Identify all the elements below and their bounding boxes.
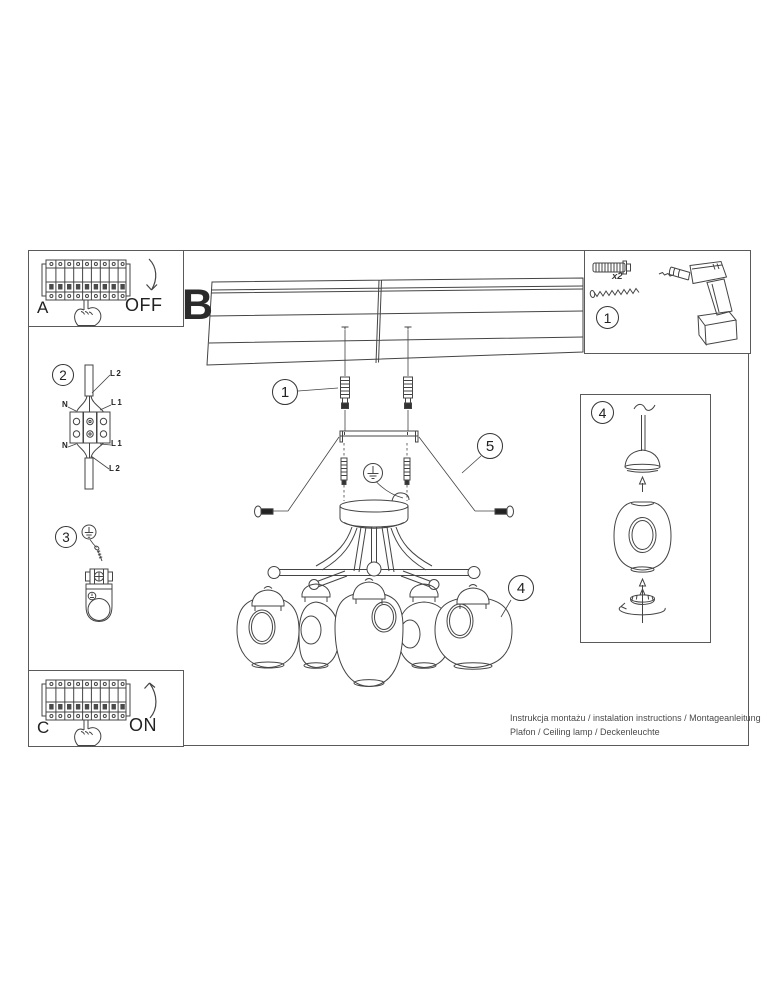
arrow-up-icon (144, 682, 157, 719)
glass-shade (434, 584, 513, 670)
ground-terminal-illustration (81, 524, 113, 623)
arrow-down-icon (146, 258, 158, 291)
arrow-up-icon (638, 577, 647, 594)
cable-squiggle (633, 403, 656, 411)
on-label: ON (129, 715, 157, 735)
wire-label-l2-bottom: L2 (109, 464, 122, 473)
terminal-blocks (69, 411, 111, 444)
cable-bottom (84, 457, 94, 490)
callout-3: 3 (55, 526, 77, 548)
drill-icon (658, 260, 738, 347)
wall-plug-icon (592, 260, 631, 275)
callout-4-box: 4 (591, 401, 614, 424)
main-assembly-illustration (206, 277, 584, 688)
kit-illustration (589, 260, 738, 347)
quantity-label: x2 (612, 271, 623, 282)
canopy (339, 492, 410, 529)
glass-shade (298, 583, 340, 669)
rod (641, 415, 646, 451)
step-a-box: A OFF (28, 250, 184, 327)
wire-label-l2-top: L2 (110, 369, 123, 378)
callout-4-leader (500, 599, 512, 618)
section-b-label: B (182, 281, 214, 329)
ceiling-planks (206, 277, 584, 366)
glass-shade (334, 578, 404, 688)
step-1-kit-box (584, 250, 751, 354)
breaker-on-illustration (41, 679, 157, 746)
leader-lines (67, 374, 112, 470)
side-screw-left (254, 505, 274, 518)
breaker-panel-icon (41, 679, 131, 721)
canopy-part (85, 583, 113, 623)
footer-line-1: Instrukcja montażu / instalation instruc… (510, 713, 761, 723)
breaker-off-illustration (41, 258, 158, 326)
cable-top (84, 364, 94, 397)
wall-plug-with-screw (403, 376, 413, 409)
earth-symbol-icon (81, 524, 97, 540)
hanging-screw (403, 443, 411, 501)
screw-icon (589, 287, 640, 298)
bracket-leader-lines (268, 436, 497, 512)
section-c-label: C (37, 718, 50, 737)
wire-label-l1-bottom: L1 (111, 439, 124, 448)
rotate-arrow-icon (618, 594, 666, 623)
callout-1-kit: 1 (596, 306, 619, 329)
callout-5: 5 (477, 433, 503, 459)
wire-label-l1-top: L1 (111, 398, 124, 407)
hanging-screw (340, 443, 348, 501)
callout-1-main: 1 (272, 379, 298, 405)
footer: Instrukcja montażu / instalation instruc… (510, 712, 761, 739)
pointing-hand-icon (74, 720, 102, 746)
glass-shade (613, 501, 672, 573)
socket-cover-dome (624, 449, 661, 473)
wall-plug-with-screw (340, 376, 350, 409)
glass-shade (236, 586, 300, 669)
wiring-illustration (67, 364, 112, 490)
terminal-block (85, 568, 113, 585)
mounting-bracket (339, 430, 419, 443)
callout-1-leader (297, 387, 339, 392)
callout-2: 2 (52, 364, 74, 386)
off-label: OFF (125, 295, 163, 315)
shade-assembly-illustration (613, 403, 672, 623)
wire-label-n-top: N (62, 400, 70, 409)
breaker-panel-icon (41, 259, 131, 301)
pointing-hand-icon (74, 300, 102, 326)
wire-label-n-bottom: N (62, 441, 70, 450)
arrow-up-icon (638, 475, 647, 492)
side-screw-right (494, 505, 514, 518)
callout-4-main: 4 (508, 575, 534, 601)
ground-screw-icon (94, 545, 103, 562)
sheet-border (28, 250, 749, 746)
step-4-shade-box (580, 394, 711, 643)
footer-line-2: Plafon / Ceiling lamp / Deckenleuchte (510, 726, 660, 737)
callout-5-leader (461, 455, 482, 474)
earth-symbol-icon (363, 463, 404, 499)
lamp-arms (267, 526, 481, 590)
section-a-label: A (37, 298, 49, 317)
step-c-box: C ON (28, 670, 184, 747)
